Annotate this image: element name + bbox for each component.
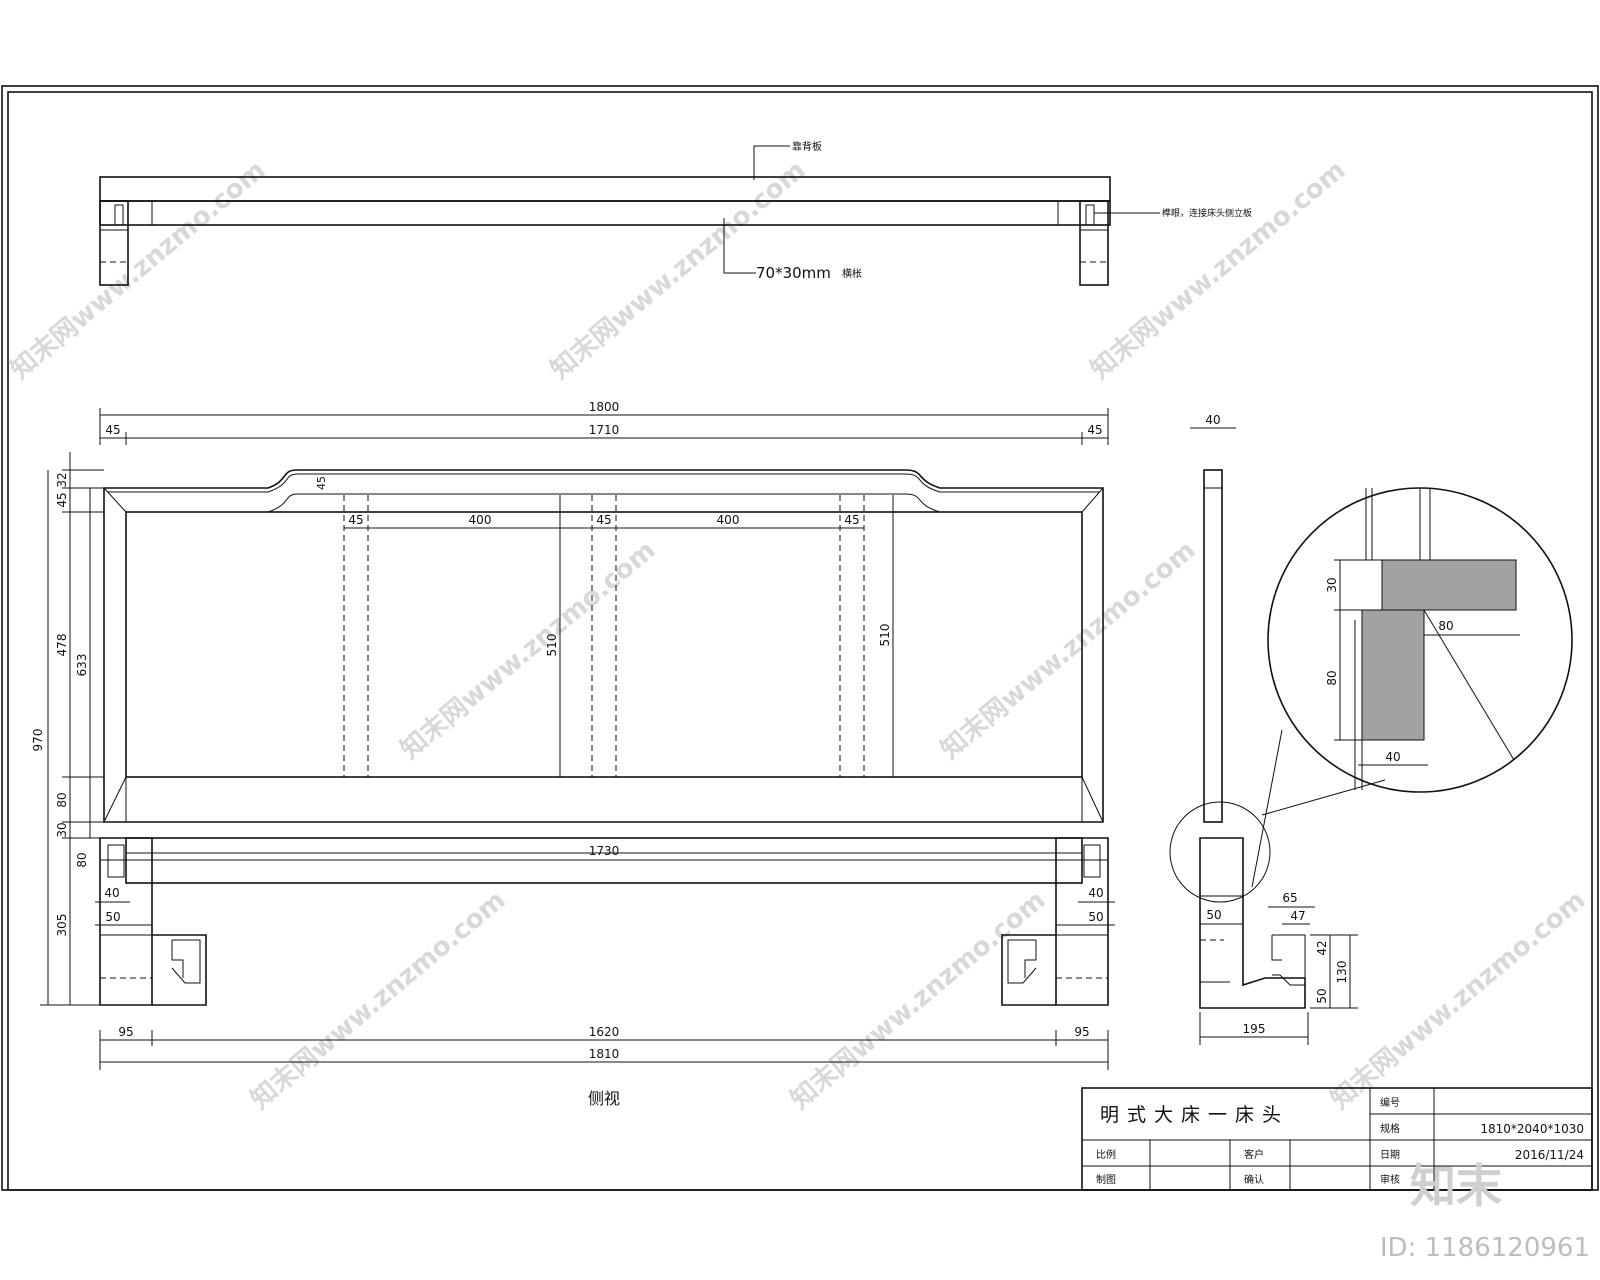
dim-side-40: 40: [1205, 413, 1220, 427]
top-view: 靠背板 榫眼，连接床头侧立板 70*30mm 横枨: [99, 140, 1252, 286]
view-caption: 侧视: [588, 1089, 620, 1108]
dim-1730: 1730: [589, 844, 620, 858]
dim-30: 30: [55, 822, 69, 837]
dim-970: 970: [31, 729, 45, 752]
watermark-text: 知末网www.znzmo.com: [5, 155, 271, 385]
dim-panel-400a: 400: [469, 513, 492, 527]
detail-dim-80h: 80: [1438, 619, 1453, 633]
watermark-layer: 知末网www.znzmo.com 知末网www.znzmo.com 知末网www…: [5, 155, 1591, 1115]
headboard-outline: [103, 469, 1104, 823]
dim-80: 80: [55, 792, 69, 807]
dim-1800: 1800: [589, 400, 620, 414]
watermark-text: 知末网www.znzmo.com: [395, 535, 661, 765]
review-label: 审核: [1380, 1173, 1400, 1186]
dim-50-right: 50: [1088, 910, 1103, 924]
dim-305: 305: [55, 914, 69, 937]
scale-label: 比例: [1096, 1148, 1116, 1161]
drawing-title: 明式大床一床头: [1100, 1104, 1289, 1126]
spec-value: 1810*2040*1030: [1480, 1122, 1584, 1136]
detail-view: 30 80 80 40: [1267, 487, 1573, 793]
dim-side-42: 42: [1315, 940, 1329, 955]
confirm-label: 确认: [1244, 1173, 1264, 1186]
watermark-text: 知末网www.znzmo.com: [245, 885, 511, 1115]
dim-1620: 1620: [589, 1025, 620, 1039]
detail-marker: [1169, 801, 1271, 903]
client-label: 客户: [1244, 1148, 1264, 1161]
foot-right: [1001, 934, 1056, 1006]
side-view: 40 65 47 50 42 130 50 195: [1169, 413, 1386, 1045]
title-block: 明式大床一床头 编号 规格 1810*2040*1030 比例 客户 日期 20…: [1081, 1087, 1593, 1191]
date-value: 2016/11/24: [1515, 1148, 1584, 1162]
dim-post-45b: 45: [596, 513, 611, 527]
rail-note: 横枨: [842, 267, 862, 280]
top-rail-lower: [128, 493, 1080, 513]
watermark-text: 知末网www.znzmo.com: [1085, 155, 1351, 385]
front-view: 1800 1710 45 45 45 45 400 45 400 45 510 …: [31, 400, 1115, 1108]
detail-dim-30: 30: [1325, 577, 1339, 592]
detail-dim-80v: 80: [1325, 670, 1339, 685]
watermark-text: 知末网www.znzmo.com: [1325, 885, 1591, 1115]
dim-side-50b: 50: [1315, 988, 1329, 1003]
note-mortise: 榫眼，连接床头侧立板: [1162, 207, 1252, 219]
top-post-left: [99, 200, 129, 286]
dim-1710: 1710: [589, 423, 620, 437]
watermark-logo: 知末: [1410, 1159, 1502, 1213]
dim-45-right: 45: [1087, 423, 1102, 437]
dim-side-130: 130: [1335, 961, 1349, 984]
dim-95-left: 95: [118, 1025, 133, 1039]
spec-label: 规格: [1380, 1122, 1400, 1135]
note-back-board: 靠背板: [792, 140, 822, 153]
dim-50-left: 50: [105, 910, 120, 924]
dim-side-195: 195: [1243, 1022, 1266, 1036]
leg-right: [1055, 837, 1109, 1006]
dim-post-45a: 45: [348, 513, 363, 527]
dim-40-right: 40: [1088, 886, 1103, 900]
inner-frame: [7, 91, 1593, 1191]
side-board: [1203, 469, 1223, 823]
outer-frame: [1, 85, 1599, 1191]
dim-45-v: 45: [55, 492, 69, 507]
detail-top-rail: [1381, 559, 1517, 611]
dim-panel-400b: 400: [717, 513, 740, 527]
dim-32: 32: [55, 472, 69, 487]
center-panel: [125, 511, 1083, 778]
dim-post-45c: 45: [844, 513, 859, 527]
dim-1810: 1810: [589, 1047, 620, 1061]
headboard-inner-edge: [108, 473, 1099, 493]
drawn-label: 制图: [1096, 1173, 1116, 1186]
top-rail: [99, 200, 1111, 226]
dim-478: 478: [55, 634, 69, 657]
watermark-text: 知末网www.znzmo.com: [785, 885, 1051, 1115]
dim-95-right: 95: [1074, 1025, 1089, 1039]
date-label: 日期: [1380, 1149, 1400, 1161]
dim-side-47: 47: [1290, 909, 1305, 923]
watermark-text: 知末网www.znzmo.com: [935, 535, 1201, 765]
dim-40-left: 40: [104, 886, 119, 900]
top-post-right: [1079, 200, 1109, 286]
dim-45-left: 45: [105, 423, 120, 437]
dim-curve-45: 45: [315, 476, 328, 490]
detail-dim-40: 40: [1385, 750, 1400, 764]
dim-510-right: 510: [878, 624, 892, 647]
detail-post: [1361, 609, 1425, 741]
dim-side-65: 65: [1282, 891, 1297, 905]
dim-80b: 80: [75, 852, 89, 867]
dim-side-50: 50: [1206, 908, 1221, 922]
rail-size-label: 70*30mm: [756, 264, 831, 282]
watermark-id: ID: 1186120961: [1380, 1233, 1590, 1263]
dim-510-left: 510: [545, 634, 559, 657]
dim-633: 633: [75, 654, 89, 677]
code-label: 编号: [1380, 1096, 1400, 1109]
foot-left: [152, 934, 207, 1006]
